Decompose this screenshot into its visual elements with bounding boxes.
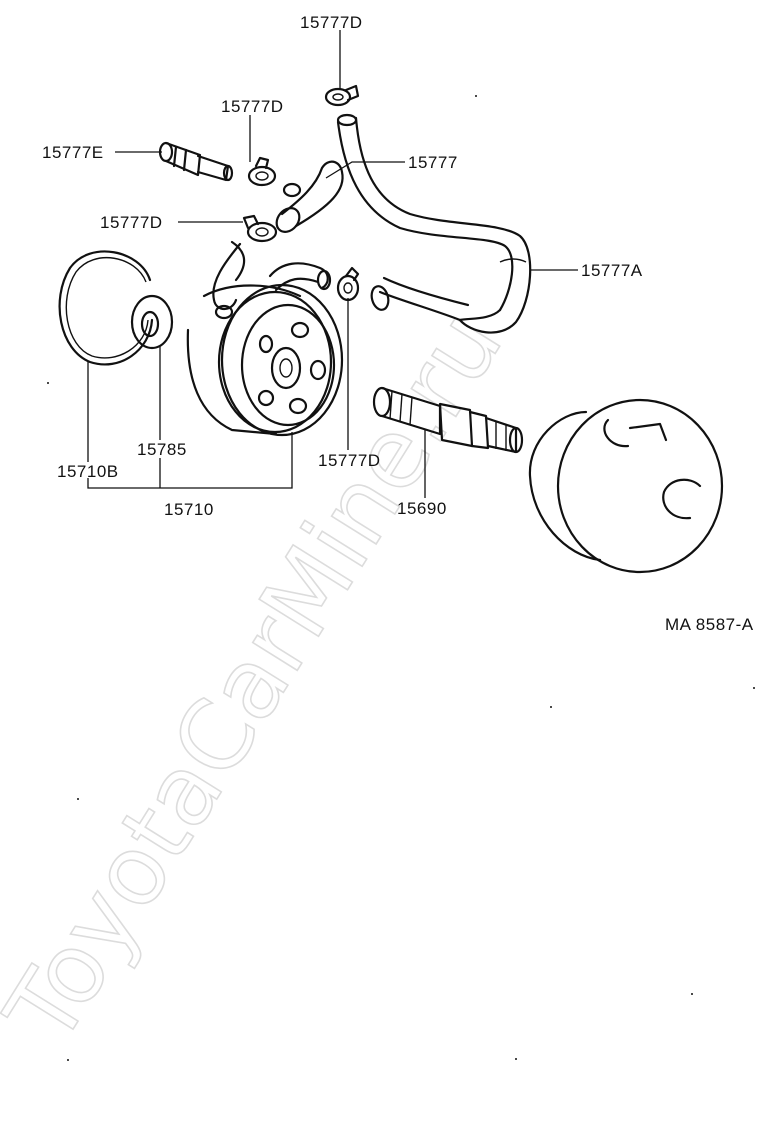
label-15777d-bottom: 15777D — [318, 451, 381, 470]
oil-cooler-15710 — [186, 240, 344, 437]
oil-filter — [528, 398, 724, 574]
part-labels: 15777D 15777D 15777E 15777 15777D 15777A… — [42, 13, 754, 634]
label-15777e: 15777E — [42, 143, 104, 162]
gasket-15785 — [130, 294, 174, 350]
label-15777: 15777 — [408, 153, 458, 172]
figure-code: MA 8587-A — [665, 615, 754, 634]
scan-specks — [47, 95, 755, 1061]
oil-cooler-hose-15777 — [275, 160, 344, 233]
label-15690: 15690 — [397, 499, 447, 518]
hose-clamp-mid — [247, 156, 277, 187]
hose-clamp-top — [324, 84, 360, 107]
label-15710: 15710 — [164, 500, 214, 519]
leader-lines — [87, 30, 578, 498]
label-15777d-top: 15777D — [300, 13, 363, 32]
union-bolt-15690 — [372, 386, 524, 454]
label-15785: 15785 — [137, 440, 187, 459]
label-15777d-left: 15777D — [100, 213, 163, 232]
watermark-text: ToyotaCarMine.ru — [0, 292, 524, 1063]
label-15777d-mid: 15777D — [221, 97, 284, 116]
hose-clamp-left — [242, 214, 278, 243]
label-15710b: 15710B — [57, 462, 119, 481]
union-fitting-15777e — [158, 141, 234, 182]
hose-clamp-bottom — [336, 266, 360, 302]
o-ring-15710b — [58, 250, 154, 366]
oil-cooler-hose-15777a — [336, 113, 532, 334]
label-15777a: 15777A — [581, 261, 643, 280]
